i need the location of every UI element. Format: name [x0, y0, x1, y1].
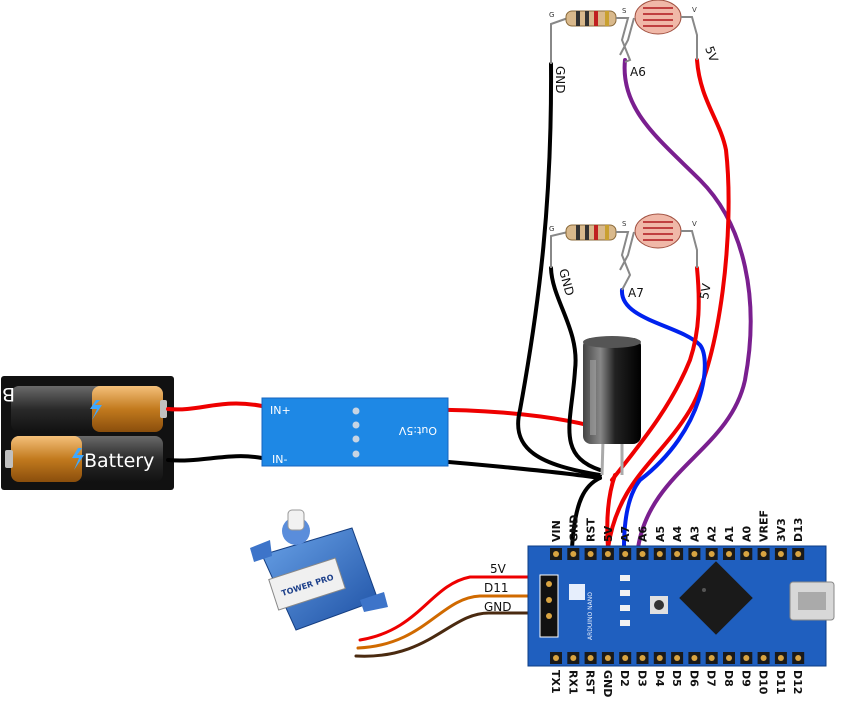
- battery-pack: Battery Battery: [0, 376, 174, 490]
- photoresistor-2: [634, 213, 682, 249]
- regulator-out-label: Out:5V: [398, 424, 437, 437]
- wire-junction-gnd: [570, 476, 602, 550]
- bottom-pin-label: D4: [653, 670, 666, 687]
- wire-sensor2-signal: [619, 288, 707, 550]
- wire-servo-d11: [356, 594, 547, 650]
- wire-servo-5v: [358, 575, 547, 642]
- bottom-pin-label: GND: [601, 670, 614, 697]
- regulator-module: IN+ IN- Out:5V: [261, 397, 449, 467]
- wire-sensor2-gnd: [549, 266, 602, 472]
- servo-header-connector: [539, 574, 559, 638]
- top-pin-label: RST: [585, 518, 598, 542]
- bottom-pin-label: RST: [584, 670, 597, 694]
- top-pin-label: A5: [654, 526, 667, 542]
- top-pin-label: A6: [637, 525, 650, 542]
- label-servo-5v: 5V: [490, 562, 507, 576]
- arduino-top-header: [550, 548, 805, 560]
- arduino-board-text: ARDUINO NANO: [587, 592, 594, 640]
- sensor1-pin-s: S: [622, 7, 627, 15]
- top-pin-label: GND: [567, 515, 580, 542]
- battery-label-top: Battery: [0, 383, 15, 405]
- wire-sensor1-signal: [622, 58, 753, 550]
- sensor1-pin-v: V: [692, 6, 697, 14]
- regulator-in-plus: IN+: [270, 404, 291, 417]
- servo-motor: TOWER PRO: [250, 509, 388, 631]
- label-sensor2-vcc: 5V: [697, 282, 714, 301]
- light-sensor-1: G S V: [549, 0, 698, 64]
- top-pin-label: 3V3: [775, 518, 788, 542]
- top-pin-label: D13: [792, 518, 805, 542]
- bottom-pin-label: D10: [757, 670, 770, 695]
- wire-battery-negative: [166, 454, 264, 463]
- top-pin-label: 5V: [602, 525, 615, 542]
- bottom-pin-label: D3: [636, 670, 649, 687]
- regulator-in-minus: IN-: [272, 453, 287, 466]
- arduino-board: [527, 545, 827, 667]
- label-sensor1-vcc: 5V: [702, 44, 721, 64]
- wire-labels: GND A6 5V GND A7 5V 5V D11 GND: [484, 44, 721, 614]
- top-pin-label: A1: [723, 526, 736, 542]
- bottom-pin-label: D12: [791, 670, 804, 694]
- battery-cell-bottom: Battery: [5, 436, 163, 482]
- bottom-pin-label: D7: [705, 670, 718, 687]
- sensor2-pin-s: S: [622, 220, 627, 228]
- wire-sensor1-vcc: [606, 58, 731, 550]
- arduino-bottom-header: [550, 652, 805, 664]
- top-pin-label: A7: [619, 526, 632, 542]
- top-pin-label: A0: [740, 525, 753, 542]
- servo-shaft: [287, 509, 305, 531]
- bottom-pin-label: D6: [687, 670, 700, 687]
- regulator-pads: [352, 407, 360, 458]
- bottom-pin-label: TX1: [549, 670, 562, 694]
- bottom-pin-label: D11: [774, 670, 787, 694]
- photoresistor-1: [634, 0, 682, 35]
- sensor2-pin-g: G: [549, 225, 554, 233]
- battery-cell-top: Battery: [0, 383, 167, 432]
- label-servo-gnd: GND: [484, 600, 512, 614]
- top-pin-label: A3: [688, 526, 701, 542]
- capacitor: [583, 336, 641, 476]
- label-sensor1-signal: A6: [630, 65, 646, 79]
- bottom-pin-label: RX1: [566, 670, 579, 695]
- wire-junction-5v: [605, 473, 617, 550]
- top-pin-label: VIN: [550, 520, 563, 542]
- arduino-logo: [569, 584, 585, 600]
- label-sensor1-gnd: GND: [553, 66, 567, 94]
- wire-servo-gnd: [354, 611, 547, 658]
- label-servo-d11: D11: [484, 581, 509, 595]
- top-pin-label: VREF: [758, 510, 771, 542]
- label-sensor2-signal: A7: [628, 286, 644, 300]
- top-pin-label: A2: [706, 526, 719, 542]
- wire-battery-positive: [166, 401, 264, 412]
- wires: [166, 58, 753, 658]
- bottom-pin-label: D8: [722, 670, 735, 687]
- microcontroller-chip: [679, 561, 753, 635]
- light-sensor-2: G S V: [549, 213, 698, 291]
- bottom-pin-label: D2: [618, 670, 631, 687]
- label-sensor2-gnd: GND: [556, 267, 577, 297]
- top-pin-label: A4: [671, 525, 684, 542]
- bottom-pin-label: D5: [670, 670, 683, 687]
- battery-label-bottom: Battery: [84, 450, 154, 472]
- wire-sensor2-vcc: [610, 266, 701, 482]
- sensor2-pin-v: V: [692, 220, 697, 228]
- sensor1-pin-g: G: [549, 11, 554, 19]
- wire-sensor1-gnd: [516, 62, 602, 477]
- bottom-pin-label: D9: [739, 670, 752, 687]
